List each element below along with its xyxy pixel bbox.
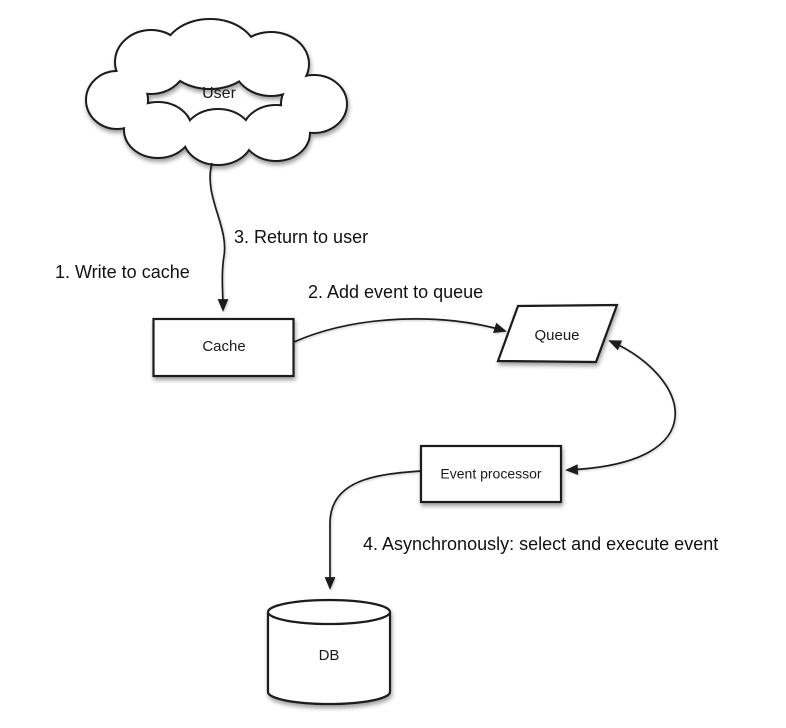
annotation-step3-return-to-user: 3. Return to user xyxy=(234,227,369,247)
user-to-cache-arrow xyxy=(209,162,229,312)
queue-processor-bidirectional-arrow xyxy=(565,340,677,475)
annotation-step2-add-event-to-queue: 2. Add event to queue xyxy=(308,282,484,302)
cache-node-label: Cache xyxy=(202,337,246,355)
queue-parallelogram xyxy=(496,303,619,364)
event-processor-node-label: Event processor xyxy=(440,465,542,482)
db-cylinder xyxy=(266,598,392,706)
event-processor-box xyxy=(419,444,563,504)
user-node-label: User xyxy=(202,85,236,103)
annotation-step4-asynchronously: 4. Asynchronously: select and execute ev… xyxy=(363,534,719,554)
db-node-label: DB xyxy=(318,646,340,664)
queue-node-label: Queue xyxy=(534,326,580,344)
cache-to-queue-arrow xyxy=(293,318,507,343)
annotation-step1-write-to-cache: 1. Write to cache xyxy=(55,262,190,282)
cache-box xyxy=(152,317,295,378)
processor-to-db-arrow xyxy=(324,470,422,590)
user-cloud-shape xyxy=(85,18,348,166)
